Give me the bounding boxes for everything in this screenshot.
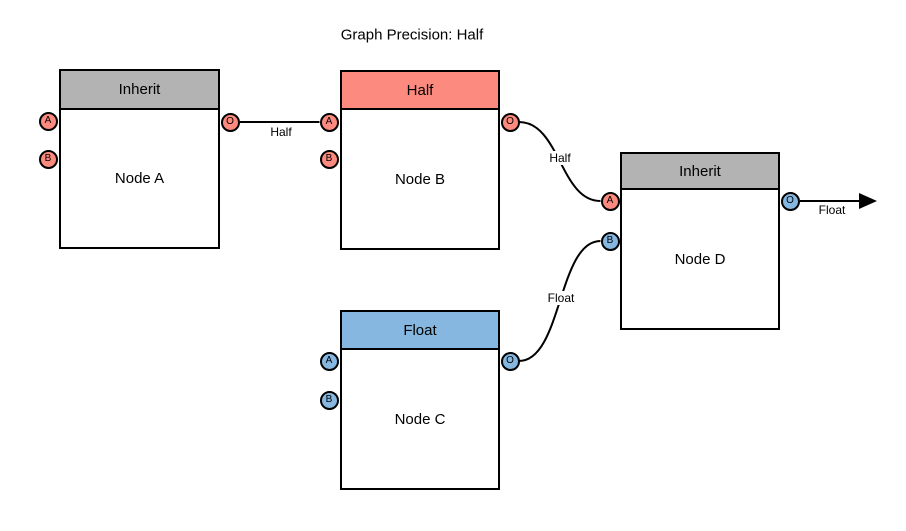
edge-label-d-output: Float <box>815 203 849 217</box>
node-b: Half Node B <box>340 70 500 250</box>
node-b-port-b: B <box>319 149 339 169</box>
node-b-title: Node B <box>394 170 446 188</box>
edge-label-c-to-d: Float <box>544 291 578 305</box>
diagram-title: Graph Precision: Half <box>340 26 484 44</box>
edge-label-a-to-b: Half <box>267 125 295 139</box>
node-d-port-out: O <box>780 191 800 211</box>
node-b-body: Node B <box>342 110 498 248</box>
node-d-body: Node D <box>622 190 778 328</box>
node-b-port-out: O <box>500 112 520 132</box>
node-d-title: Node D <box>674 250 726 268</box>
node-a-title: Node A <box>114 170 165 187</box>
arrowhead-icon <box>859 193 877 209</box>
node-b-port-a: A <box>319 112 339 132</box>
node-c-port-b: B <box>319 390 339 410</box>
node-a-port-out: O <box>220 112 240 132</box>
node-a-header: Inherit <box>61 71 218 110</box>
edge-label-b-to-d: Half <box>546 151 574 165</box>
node-c-body: Node C <box>342 350 498 488</box>
node-d-port-b: B <box>600 231 620 251</box>
node-c-title: Node C <box>394 410 446 428</box>
node-d: Inherit Node D <box>620 152 780 330</box>
node-d-header: Inherit <box>622 154 778 190</box>
node-c-port-a: A <box>319 351 339 371</box>
node-a-port-b: B <box>38 149 58 169</box>
node-c: Float Node C <box>340 310 500 490</box>
node-c-port-out: O <box>500 351 520 371</box>
node-c-header: Float <box>342 312 498 350</box>
node-b-header: Half <box>342 72 498 110</box>
node-a: Inherit Node A <box>59 69 220 249</box>
node-d-port-a: A <box>600 191 620 211</box>
node-a-body: Node A <box>61 110 218 247</box>
node-a-port-a: A <box>38 111 58 131</box>
